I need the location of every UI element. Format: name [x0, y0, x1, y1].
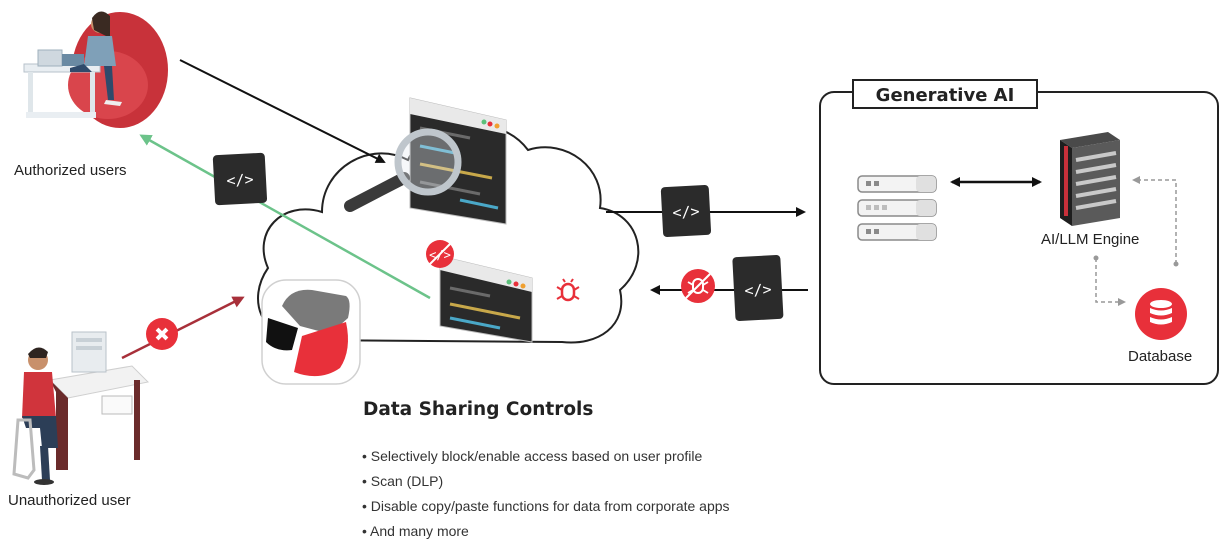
code-tag-icon: </> [212, 152, 268, 206]
controls-list-item: • Selectively block/enable access based … [362, 448, 703, 464]
code-tag-icon-inbound: </> [732, 254, 784, 322]
authorized-users-label: Authorized users [14, 162, 127, 179]
svg-text:</>: </> [672, 202, 700, 221]
database-icon [1135, 288, 1187, 340]
server-rack-icon [1060, 132, 1120, 226]
engine-label: AI/LLM Engine [1041, 231, 1140, 248]
block-icon [146, 318, 178, 350]
arrow-unauth-to-cloud [121, 296, 245, 360]
svg-text:</>: </> [744, 280, 772, 299]
unauthorized-user-label: Unauthorized user [8, 492, 131, 509]
generative-ai-title: Generative AI [852, 79, 1038, 109]
code-tag-icon-outbound: </> [660, 184, 712, 238]
controls-list: • Selectively block/enable access based … [362, 444, 730, 544]
bug-icon [556, 278, 580, 302]
browser-window-blocked [439, 255, 533, 343]
blocked-code-icon: </> [426, 240, 454, 268]
arrow-cloud-to-auth [139, 134, 431, 300]
unauthorized-user-illustration [12, 331, 150, 485]
controls-list-item: • Scan (DLP) [362, 473, 444, 489]
magnifier-icon [344, 128, 462, 212]
database-to-engine-connector [1132, 176, 1179, 267]
engine-to-database-connector [1093, 255, 1126, 306]
controls-title: Data Sharing Controls [363, 399, 594, 420]
data-records-icon [857, 175, 937, 241]
bug-block-icon [681, 269, 715, 303]
arrow-auth-to-cloud [179, 59, 386, 163]
svg-text:</>: </> [226, 170, 254, 189]
database-label: Database [1128, 348, 1193, 365]
controls-list-item: • Disable copy/paste functions for data … [362, 498, 730, 514]
brand-logo [261, 279, 361, 385]
controls-list-item: • And many more [362, 523, 469, 539]
authorized-user-illustration [23, 11, 168, 128]
